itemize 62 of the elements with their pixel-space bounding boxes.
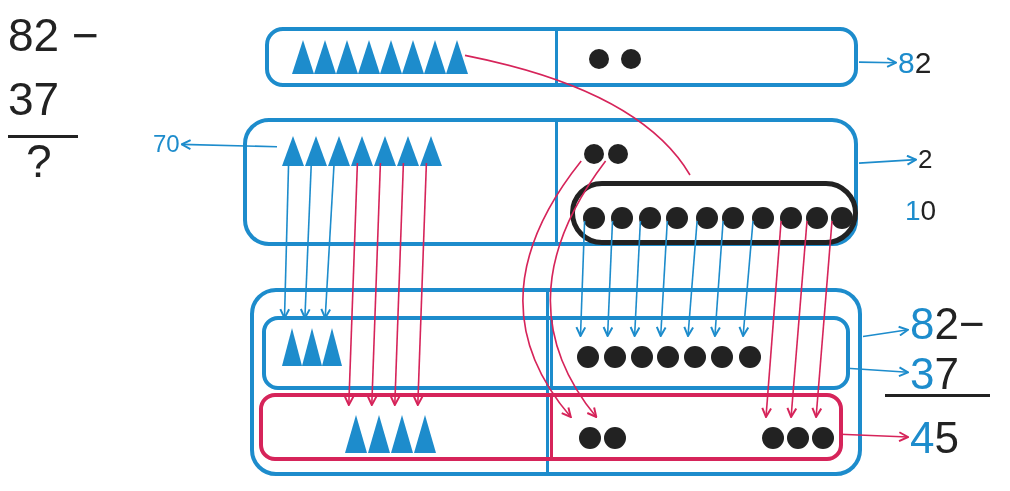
dot-token xyxy=(604,346,626,368)
arrow xyxy=(862,325,909,338)
counter-tray xyxy=(243,118,858,246)
arrow xyxy=(389,162,405,406)
number-label: 70 xyxy=(153,132,180,156)
dot-token xyxy=(657,346,679,368)
counter-tray xyxy=(265,27,858,87)
dot-token xyxy=(722,207,744,229)
dot-token xyxy=(621,49,641,69)
arrow xyxy=(343,162,359,406)
dot-token xyxy=(579,427,601,449)
arrow xyxy=(180,139,278,150)
dot-token xyxy=(583,207,605,229)
arrow xyxy=(811,220,833,418)
arrow xyxy=(786,220,808,418)
number-label: 10 xyxy=(905,197,937,225)
connector-line xyxy=(464,54,691,176)
dot-token xyxy=(711,346,733,368)
dot-token xyxy=(806,207,828,229)
dot-token xyxy=(639,207,661,229)
arrow xyxy=(629,220,642,337)
arrow xyxy=(412,162,428,406)
arrow xyxy=(738,220,754,337)
number-label: ? xyxy=(26,138,52,184)
number-label: 37 xyxy=(910,352,959,396)
arrow xyxy=(683,220,698,337)
dot-token xyxy=(666,207,688,229)
counter-tray xyxy=(262,316,850,390)
number-label: 37 xyxy=(8,76,60,122)
arrow xyxy=(710,220,724,337)
dot-token xyxy=(696,207,718,229)
arrow xyxy=(655,220,669,337)
number-label: 2 xyxy=(918,146,933,172)
result-tray xyxy=(259,393,843,461)
dot-token xyxy=(631,346,653,368)
dot-token xyxy=(780,207,802,229)
arrow xyxy=(761,220,782,418)
dot-token xyxy=(584,144,604,164)
dot-token xyxy=(611,207,633,229)
dot-token xyxy=(577,346,599,368)
dot-token xyxy=(608,144,628,164)
dot-token xyxy=(589,49,609,69)
dot-token xyxy=(812,427,834,449)
arrow xyxy=(366,162,382,406)
number-label: 82 − xyxy=(8,12,99,58)
dot-token xyxy=(752,207,774,229)
dot-token xyxy=(787,427,809,449)
dot-token xyxy=(831,207,853,229)
arrow xyxy=(575,220,587,337)
arrow xyxy=(522,160,582,418)
dot-token xyxy=(739,346,761,368)
arrow xyxy=(549,160,607,418)
arrow xyxy=(602,220,614,337)
arrow xyxy=(858,154,917,166)
number-label: 45 xyxy=(910,416,959,460)
dot-token xyxy=(604,427,626,449)
dot-token xyxy=(762,427,784,449)
counter-tray xyxy=(250,288,862,476)
dot-token xyxy=(684,346,706,368)
arrow xyxy=(858,57,897,68)
number-label: 82 xyxy=(898,48,932,78)
number-label: 82− xyxy=(910,302,985,346)
